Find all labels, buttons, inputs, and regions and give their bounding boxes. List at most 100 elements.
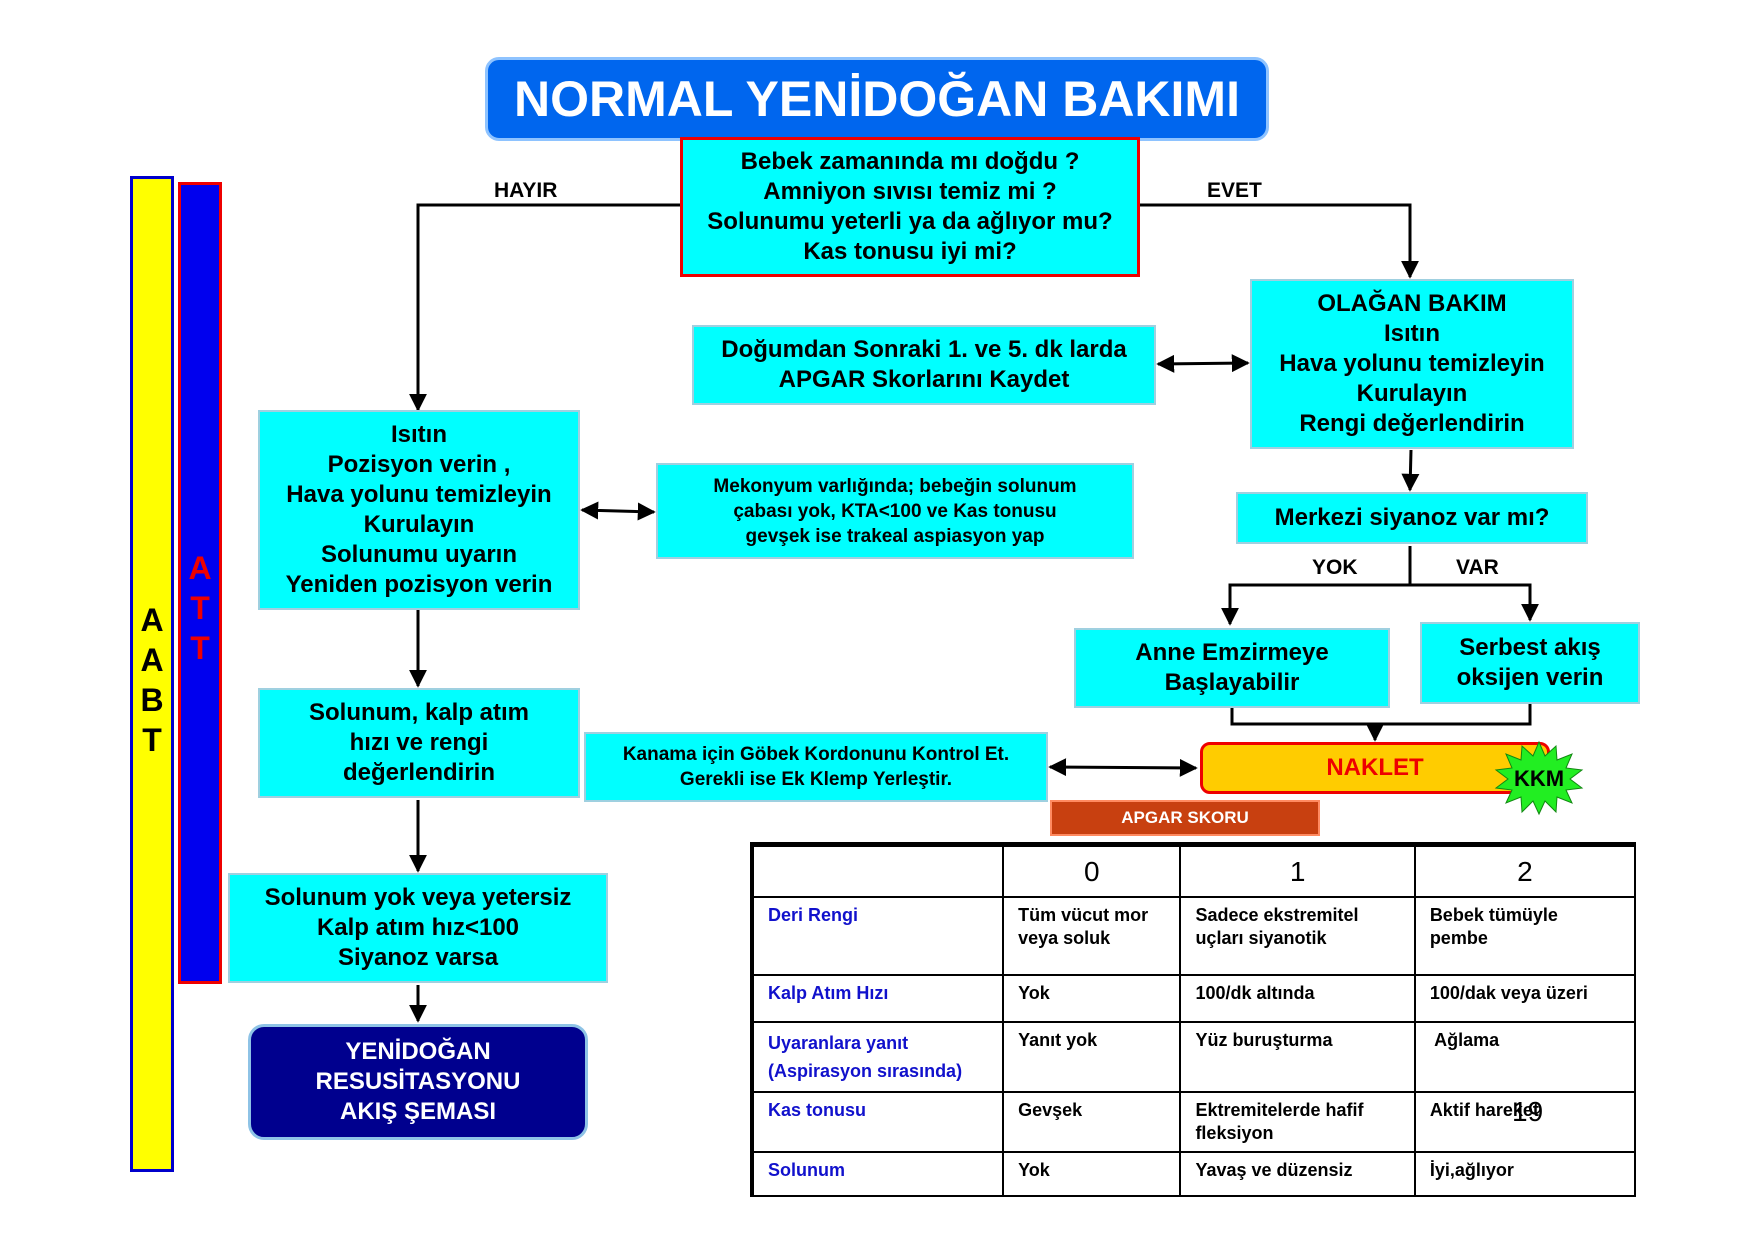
- text-line: Gevşek: [1018, 1099, 1083, 1120]
- mekonyum-box: Mekonyum varlığında; bebeğin solunum çaba…: [656, 463, 1134, 559]
- text-line: Hava yolunu temizleyin: [1279, 350, 1545, 377]
- apgar-header-cell: 2: [1413, 843, 1637, 898]
- text-line: Kurulayın: [1356, 380, 1468, 407]
- text-line: Yok: [1018, 982, 1050, 1003]
- text-line: Hava yolunu temizleyin: [286, 481, 552, 508]
- text-line: Yüz buruşturma: [1195, 1029, 1333, 1050]
- apgar-cell: 100/dak veya üzeri: [1413, 973, 1637, 1023]
- text-line: Yavaş ve düzensiz: [1195, 1159, 1353, 1180]
- serbest-naklet-line: [1375, 704, 1532, 726]
- text-line: OLAĞAN BAKIM: [1317, 290, 1507, 317]
- text-line: Kanama için Göbek Kordonunu Kontrol Et.: [622, 744, 1010, 765]
- apgar-criterion: Deri Rengi: [750, 895, 1005, 976]
- text-line: Rengi değerlendirin: [1299, 410, 1525, 437]
- olagan-siyanoz-arrow: [1401, 449, 1420, 492]
- text-line: A: [140, 602, 164, 638]
- apgar-header-cell: [750, 843, 1005, 898]
- kkm-label: KKM: [1514, 766, 1564, 791]
- serbest-oksijen-box: Serbest akış oksijen verin: [1420, 622, 1640, 704]
- text-line: İyi,ağlıyor: [1429, 1159, 1514, 1180]
- text-line: veya soluk: [1018, 927, 1111, 948]
- evet-label: EVET: [1207, 179, 1262, 202]
- text-line: uçları siyanotik: [1195, 927, 1327, 948]
- text-line: (Aspirasyon sırasında): [768, 1060, 963, 1081]
- text-line: APGAR Skorlarını Kaydet: [778, 366, 1070, 393]
- question-box: Bebek zamanında mı doğdu ?Amniyon sıvısı…: [680, 137, 1140, 277]
- text-line: Ektremitelerde hafif: [1195, 1099, 1364, 1120]
- text-line: B: [140, 682, 164, 718]
- page-title: NORMAL YENİDOĞAN BAKIMI: [485, 57, 1269, 141]
- apgar-header-row: 0 1 2: [750, 843, 1637, 898]
- text-line: Yeniden pozisyon verin: [285, 571, 553, 598]
- apgar-header-cell: 0: [1002, 843, 1182, 898]
- var-branch-line: [1410, 583, 1539, 622]
- text-line: Solunum: [768, 1159, 845, 1180]
- hayir-branch-line: [409, 203, 680, 412]
- apgar-row: Uyaranlara yanıt(Aspirasyon sırasında) Y…: [750, 1020, 1637, 1093]
- kkm-star-icon: KKM: [1494, 740, 1584, 816]
- text-line: RESUSİTASYONU: [315, 1068, 521, 1095]
- siyanoz-box: Merkezi siyanoz var mı?: [1236, 492, 1588, 544]
- text-line: pembe: [1429, 927, 1488, 948]
- text-line: A: [188, 550, 212, 586]
- text-line: çabası yok, KTA<100 ve Kas tonusu: [733, 500, 1057, 522]
- apgar-olagan-arrow: [1156, 354, 1250, 373]
- apgar-title: APGAR SKORU: [1050, 800, 1320, 836]
- text-line: Solunumu uyarın: [320, 541, 517, 568]
- apgar-cell: Yok: [1002, 1150, 1182, 1197]
- apgar-cell: Aktif hareket: [1413, 1090, 1637, 1153]
- text-line: Kas tonusu iyi mi?: [803, 238, 1017, 265]
- text-line: Siyanoz varsa: [337, 944, 499, 971]
- text-line: Pozisyon verin ,: [327, 451, 511, 478]
- text-line: gevşek ise trakeal aspiasyon yap: [745, 525, 1045, 547]
- text-line: Solunumu yeterli ya da ağlıyor mu?: [707, 208, 1113, 235]
- text-line: hızı ve rengi: [349, 729, 489, 756]
- text-line: Deri Rengi: [768, 904, 859, 925]
- text-line: Başlayabilir: [1164, 669, 1300, 696]
- text-line: Kurulayın: [363, 511, 475, 538]
- apgar-criterion: Solunum: [750, 1150, 1005, 1197]
- text-line: Amniyon sıvısı temiz mi ?: [763, 178, 1057, 205]
- text-line: YENİDOĞAN: [345, 1038, 491, 1065]
- text-line: Mekonyum varlığında; bebeğin solunum: [713, 475, 1077, 497]
- var-label: VAR: [1456, 556, 1499, 579]
- apgar-cell: Yüz buruşturma: [1179, 1020, 1416, 1093]
- anne-naklet-line: [1230, 708, 1375, 726]
- text-line: Anne Emzirmeye: [1135, 639, 1329, 666]
- text-line: Doğumdan Sonraki 1. ve 5. dk larda: [721, 336, 1127, 363]
- text-line: Tüm vücut mor: [1018, 904, 1149, 925]
- text-line: Gerekli ise Ek Klemp Yerleştir.: [679, 769, 953, 790]
- apgar-row: Kalp Atım Hızı Yok 100/dk altında 100/da…: [750, 973, 1637, 1023]
- apgar-cell: Ağlama: [1413, 1020, 1637, 1093]
- hayir-label: HAYIR: [494, 179, 558, 202]
- text-line: T: [142, 722, 162, 758]
- naklet-box: NAKLET: [1200, 742, 1550, 794]
- text-line: 100/dak veya üzeri: [1429, 982, 1588, 1003]
- text-line: Ağlama: [1429, 1029, 1500, 1050]
- text-line: Yok: [1018, 1159, 1050, 1180]
- apgar-cell: İyi,ağlıyor: [1413, 1150, 1637, 1197]
- apgar-row: Solunum Yok Yavaş ve düzensiz İyi,ağlıyo…: [750, 1150, 1637, 1197]
- text-line: Solunum yok veya yetersiz: [264, 884, 572, 911]
- abt-bar: [130, 176, 174, 1172]
- text-line: Serbest akış: [1459, 634, 1601, 661]
- text-line: oksijen verin: [1456, 664, 1604, 691]
- kanama-box: Kanama için Göbek Kordonunu Kontrol Et. G…: [584, 732, 1048, 802]
- text-line: Yanıt yok: [1018, 1029, 1098, 1050]
- text-line: fleksiyon: [1195, 1122, 1274, 1143]
- text-line: Solunum, kalp atım: [308, 699, 530, 726]
- apgar-criterion: Kalp Atım Hızı: [750, 973, 1005, 1023]
- apgar-cell: Yanıt yok: [1002, 1020, 1182, 1093]
- text-line: Aktif hareket: [1429, 1099, 1539, 1120]
